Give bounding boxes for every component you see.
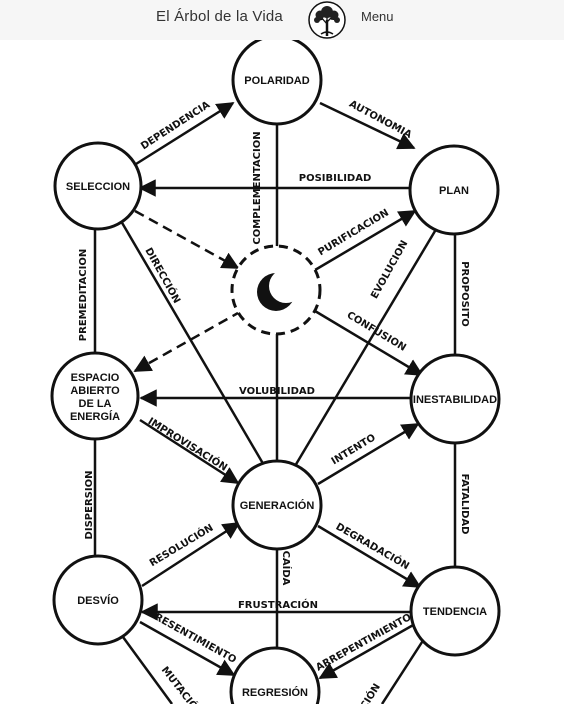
node-regresion: REGRESIÓN xyxy=(229,646,321,704)
edge-label-resentimiento: RESENTIMIENTO xyxy=(152,612,238,666)
node-inestabilidad: INESTABILIDAD xyxy=(409,353,501,445)
node-label: TENDENCIA xyxy=(423,606,487,618)
edge-label-fatalidad: FATALIDAD xyxy=(459,474,470,535)
node-espacio-abierto-de-la-energia: ESPACIO ABIERTO DE LA ENERGÍA xyxy=(50,351,140,441)
edge-label-partial: CIÓN xyxy=(357,681,383,704)
node-label: DESVÍO xyxy=(77,594,119,607)
edge-label-posibilidad: POSIBILIDAD xyxy=(299,173,372,184)
node-generacion: GENERACIÓN xyxy=(231,459,323,551)
connection-lines xyxy=(93,122,457,704)
site-title-link[interactable]: El Árbol de la Vida xyxy=(156,8,283,25)
node-label: INESTABILIDAD xyxy=(413,394,497,406)
edge-label-mutacion: MUTACIÓ xyxy=(159,664,201,704)
tree-of-life-diagram: POLARIDAD SELECCION PLAN ESPACIO ABIERTO… xyxy=(50,40,501,704)
dashed-connection-lines xyxy=(133,209,240,373)
menu-button[interactable]: Menu xyxy=(361,9,394,24)
tree-of-life-logo-icon[interactable] xyxy=(306,0,348,40)
edge-label-degradacion: DEGRADACIÓN xyxy=(334,520,412,573)
edge-label-premeditacion: PREMEDITACION xyxy=(78,249,89,341)
edge-label-improvisacion: IMPROVISACIÓN xyxy=(146,414,230,473)
node-polaridad: POLARIDAD xyxy=(231,40,323,126)
node-label-line: ABIERTO xyxy=(70,385,120,397)
top-navigation-bar: El Árbol de la Vida Menu xyxy=(0,0,564,40)
crescent-moon-icon xyxy=(230,244,322,336)
edge-label-complementacion: COMPLEMENTACION xyxy=(252,131,263,244)
node-label: POLARIDAD xyxy=(244,75,309,87)
node-label-line: DE LA xyxy=(79,398,112,410)
edge-label-dispersion: DISPERSION xyxy=(84,471,95,540)
edge-label-arrepentimiento: ARREPENTIMIENTO xyxy=(314,612,413,674)
edge-label-caida: CAÍDA xyxy=(280,551,293,586)
node-seleccion: SELECCION xyxy=(53,141,143,231)
arrow-lines xyxy=(135,101,424,680)
edge-label-volubilidad: VOLUBILIDAD xyxy=(239,386,315,397)
node-label: SELECCION xyxy=(66,181,130,193)
node-tendencia: TENDENCIA xyxy=(409,565,501,657)
node-label-line: ESPACIO xyxy=(71,372,120,384)
node-label: REGRESIÓN xyxy=(242,686,308,699)
edge-label-frustracion: FRUSTRACIÓN xyxy=(238,598,318,611)
edge-label-evolucion: EVOLUCION xyxy=(369,239,410,301)
edge-label-direccion: DIRECCIÓN xyxy=(142,245,183,305)
edge-label-proposito: PROPOSITO xyxy=(459,261,470,327)
node-desvio: DESVÍO xyxy=(52,554,144,646)
node-label: GENERACIÓN xyxy=(240,499,315,512)
node-label: PLAN xyxy=(439,185,469,197)
edge-label-dependencia: DEPENDENCIA xyxy=(139,99,212,152)
node-label-line: ENERGÍA xyxy=(70,410,120,423)
node-plan: PLAN xyxy=(408,144,500,236)
